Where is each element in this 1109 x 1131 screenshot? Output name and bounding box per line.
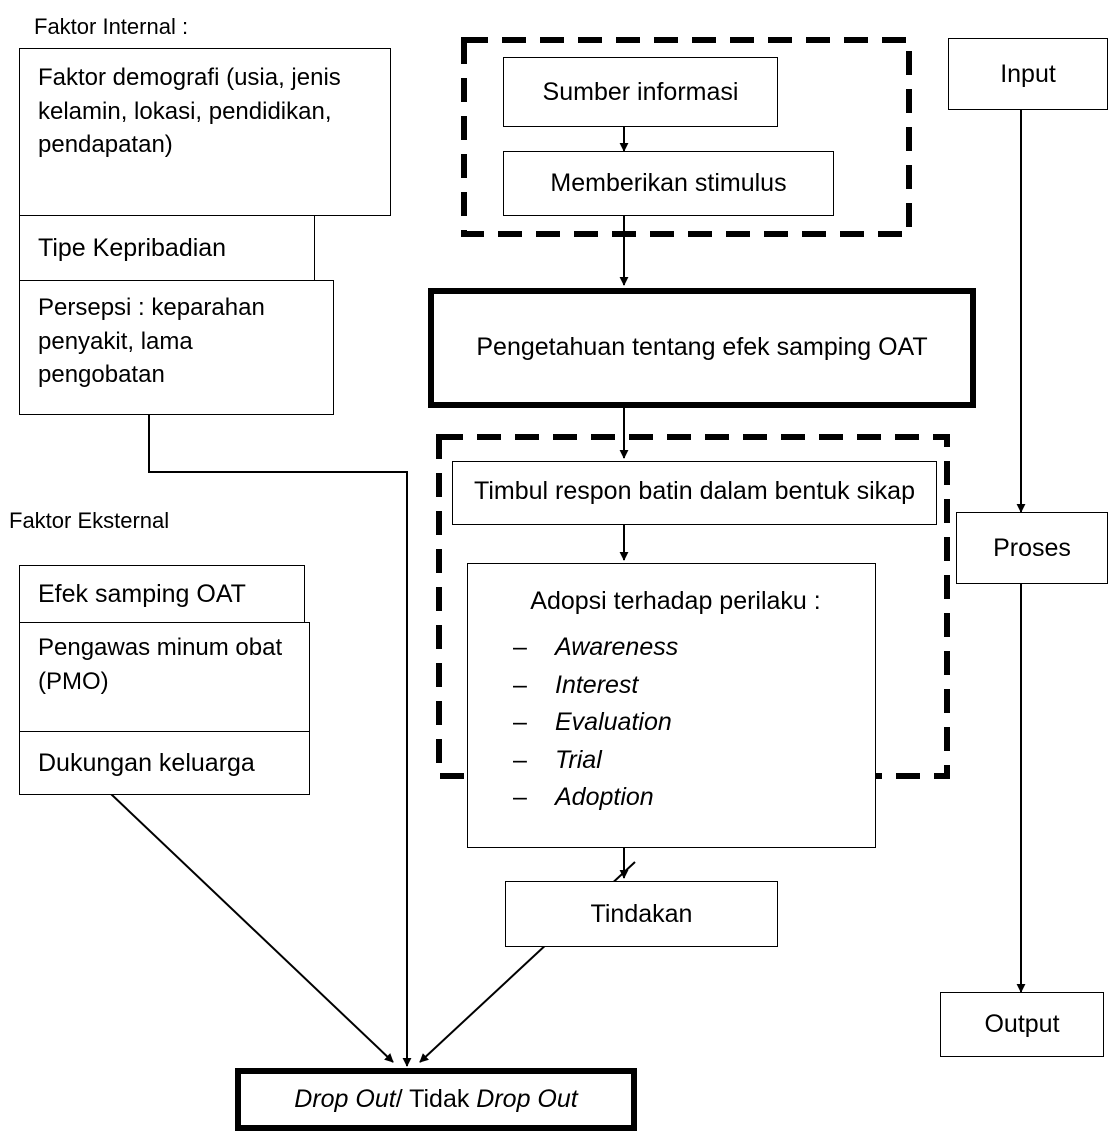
adoption-stage-trial: Trial bbox=[468, 742, 875, 780]
arrow-internal-to-outcome bbox=[148, 414, 412, 1067]
adoption-stage-interest: Interest bbox=[468, 667, 875, 705]
action-text: Tindakan bbox=[590, 899, 693, 928]
output-box: Output bbox=[940, 992, 1104, 1057]
pmo-text: Pengawas minum obat (PMO) bbox=[38, 634, 283, 695]
external-factors-label: Faktor Eksternal bbox=[9, 508, 170, 533]
adoption-stage-awareness: Awareness bbox=[468, 629, 875, 667]
demographic-factors-box: Faktor demografi (usia, jenis kelamin, l… bbox=[19, 48, 391, 216]
side-effects-box: Efek samping OAT bbox=[19, 565, 305, 623]
behavior-adoption-title: Adopsi terhadap perilaku : bbox=[530, 587, 821, 615]
outcome-separator: / Tidak bbox=[395, 1085, 477, 1113]
arrow-external-to-outcome bbox=[110, 793, 394, 1063]
family-support-text: Dukungan keluarga bbox=[38, 748, 255, 777]
stimulus-text: Memberikan stimulus bbox=[550, 169, 787, 197]
action-box: Tindakan bbox=[505, 881, 778, 947]
adoption-stage-adoption: Adoption bbox=[468, 779, 875, 817]
adoption-stage-list: Awareness Interest Evaluation Trial Adop… bbox=[468, 629, 875, 817]
personality-type-box: Tipe Kepribadian bbox=[19, 215, 315, 281]
outcome-text: Drop Out/ Tidak Drop Out bbox=[294, 1082, 577, 1117]
input-text: Input bbox=[1000, 59, 1056, 88]
perception-text: Persepsi : keparahan penyakit, lama peng… bbox=[38, 294, 265, 389]
output-text: Output bbox=[984, 1010, 1060, 1038]
process-box: Proses bbox=[956, 512, 1108, 584]
internal-factors-label: Faktor Internal : bbox=[34, 14, 189, 39]
demographic-factors-text: Faktor demografi (usia, jenis kelamin, l… bbox=[38, 64, 341, 159]
info-source-box: Sumber informasi bbox=[503, 57, 778, 127]
stimulus-box: Memberikan stimulus bbox=[503, 151, 834, 216]
adoption-stage-evaluation: Evaluation bbox=[468, 704, 875, 742]
perception-box: Persepsi : keparahan penyakit, lama peng… bbox=[19, 280, 334, 415]
pmo-box: Pengawas minum obat (PMO) bbox=[19, 622, 310, 732]
inner-response-text: Timbul respon batin dalam bentuk sikap bbox=[474, 477, 915, 505]
outcome-drop-out: Drop Out bbox=[294, 1085, 396, 1113]
info-group-frame bbox=[461, 37, 912, 237]
side-effects-text: Efek samping OAT bbox=[38, 579, 246, 608]
info-source-text: Sumber informasi bbox=[542, 77, 739, 106]
family-support-box: Dukungan keluarga bbox=[19, 731, 310, 795]
personality-type-text: Tipe Kepribadian bbox=[38, 233, 227, 262]
process-text: Proses bbox=[993, 533, 1071, 562]
outcome-box: Drop Out/ Tidak Drop Out bbox=[235, 1068, 637, 1131]
knowledge-text: Pengetahuan tentang efek samping OAT bbox=[476, 333, 928, 362]
knowledge-box: Pengetahuan tentang efek samping OAT bbox=[428, 288, 976, 408]
outcome-not-drop-out: Drop Out bbox=[476, 1085, 578, 1113]
response-group-frame bbox=[436, 434, 950, 779]
behavior-adoption-box: Adopsi terhadap perilaku : Awareness Int… bbox=[467, 563, 876, 848]
inner-response-box: Timbul respon batin dalam bentuk sikap bbox=[452, 461, 937, 525]
input-box: Input bbox=[948, 38, 1108, 110]
